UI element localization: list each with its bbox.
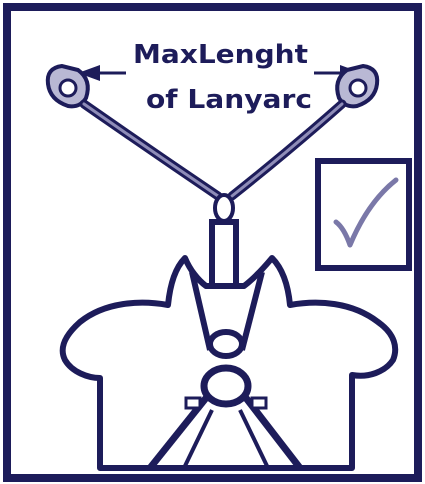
lanyard-strap-left [84,104,218,196]
harness-icon [63,258,396,468]
label-line-1: MaxLenght [133,40,308,70]
label-line-2: of Lanyarc [146,85,312,115]
checkmark-box [318,161,409,268]
